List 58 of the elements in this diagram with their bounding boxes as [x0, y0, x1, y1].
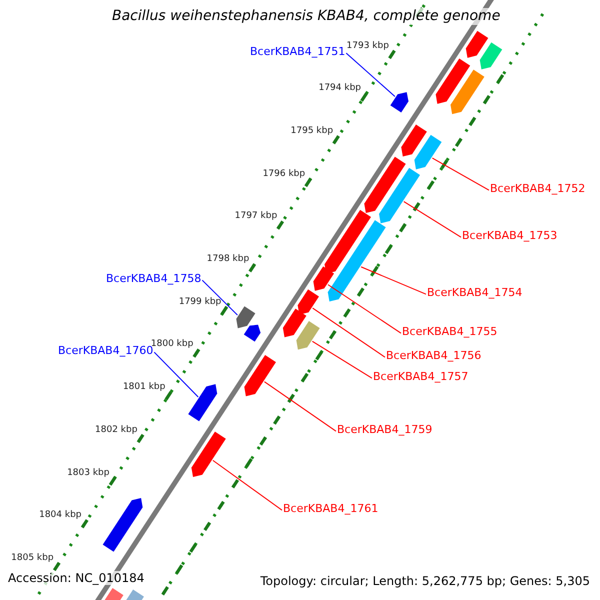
- scale-label: 1804 kbp: [39, 510, 82, 522]
- title: Bacillus weihenstephanensis KBAB4, complete genome: [112, 8, 500, 25]
- scale-label: 1797 kbp: [234, 211, 278, 222]
- gene-block: [282, 308, 306, 338]
- gene-block: [414, 134, 442, 170]
- gene-block: [236, 306, 256, 328]
- gene-block: [480, 42, 502, 70]
- gene-block: [436, 58, 470, 104]
- gene-block: [379, 168, 420, 224]
- genome-info-text: Topology: circular; Length: 5,262,775 bp; Genes: 5,305: [260, 574, 590, 588]
- gene-block: [450, 70, 484, 114]
- scale-label: 1798 kbp: [206, 254, 250, 265]
- scale-label: 1793 kbp: [346, 40, 389, 52]
- gene-label: BcerKBAB4_1760: [58, 344, 154, 358]
- gene-label: BcerKBAB4_1754: [427, 286, 522, 300]
- leader-line: [202, 280, 238, 316]
- gene-block: [364, 156, 406, 214]
- gene-label: BcerKBAB4_1761: [283, 502, 378, 516]
- gene-label: BcerKBAB4_1759: [337, 423, 432, 436]
- leader-line: [327, 284, 402, 334]
- gene-block: [296, 320, 320, 350]
- gene-block: [244, 324, 261, 342]
- gene-block: [313, 266, 334, 291]
- scale-label: 1805 kbp: [11, 552, 54, 564]
- gene-block: [390, 92, 408, 112]
- leader-line: [312, 340, 372, 379]
- gene-label: BcerKBAB4_1752: [490, 182, 586, 196]
- scale-label: 1801 kbp: [122, 382, 166, 393]
- scale-label: 1803 kbp: [67, 468, 110, 478]
- leader-line: [360, 266, 426, 295]
- scale-label: 1795 kbp: [290, 126, 334, 137]
- gene-block: [191, 432, 226, 477]
- gene-block: [324, 210, 371, 274]
- accession-text: Accession: NC_010184: [8, 571, 144, 586]
- gene-label: BcerKBAB4_1758: [106, 272, 202, 286]
- gene-label: BcerKBAB4_1756: [386, 349, 482, 362]
- leader-line: [212, 460, 282, 511]
- scale-label: 1796 kbp: [262, 168, 306, 180]
- scale-label: 1802 kbp: [95, 424, 138, 436]
- gene-label: BcerKBAB4_1753: [462, 229, 558, 242]
- gene-block: [328, 220, 386, 302]
- gene-block: [188, 384, 218, 422]
- gene-block: [401, 124, 427, 157]
- leader-line: [432, 158, 490, 191]
- leader-line: [154, 352, 199, 398]
- leader-line: [346, 52, 396, 97]
- leader-line: [264, 381, 336, 432]
- leader-line: [403, 201, 462, 238]
- gene-block: [466, 30, 488, 58]
- gene-block: [244, 355, 276, 396]
- gene-block: [298, 289, 319, 315]
- leader-line: [312, 308, 386, 358]
- scale-label: 1799 kbp: [178, 296, 222, 308]
- gene-block: [102, 498, 143, 552]
- gene-label: BcerKBAB4_1757: [373, 370, 468, 384]
- scale-label: 1794 kbp: [318, 83, 361, 94]
- gene-label: BcerKBAB4_1751: [250, 45, 346, 58]
- gene-label: BcerKBAB4_1755: [402, 325, 498, 338]
